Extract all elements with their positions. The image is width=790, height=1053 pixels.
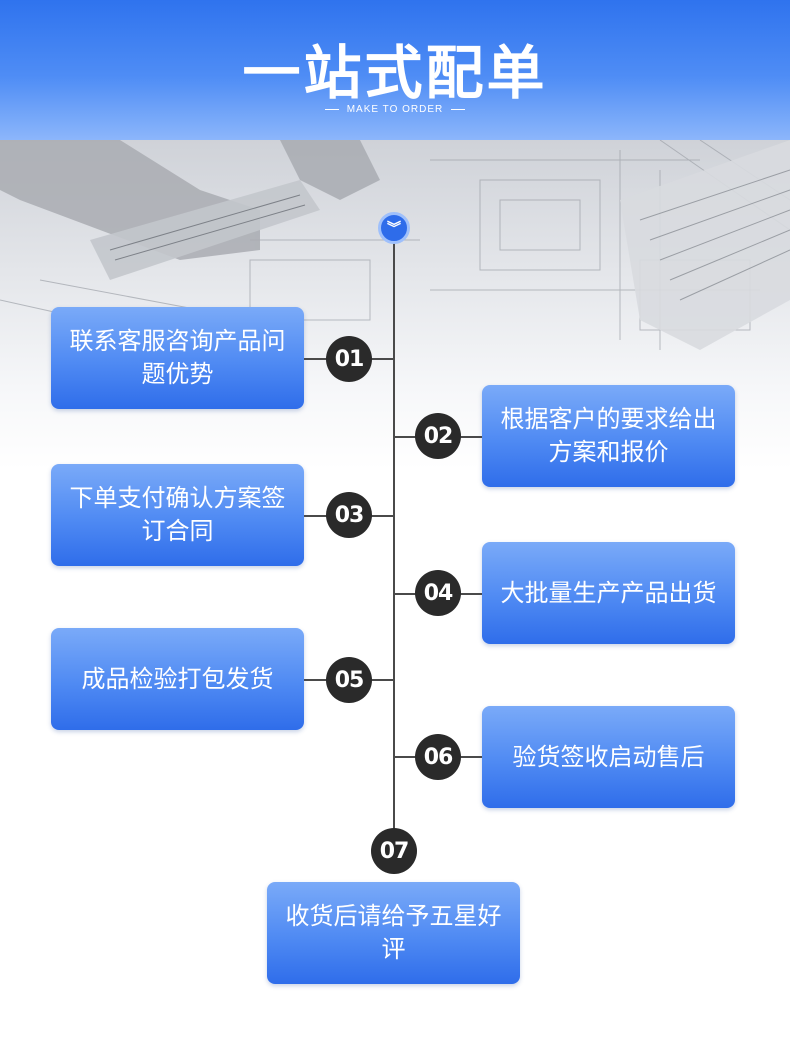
step-number-02: 02	[415, 413, 461, 459]
step-number-07: 07	[371, 828, 417, 874]
step-card-05: 成品检验打包发货	[51, 628, 304, 730]
step-number-06: 06	[415, 734, 461, 780]
step-number-03: 03	[326, 492, 372, 538]
step-number-05: 05	[326, 657, 372, 703]
subtitle-row: MAKE TO ORDER	[0, 101, 790, 117]
step-text-06: 验货签收启动售后	[512, 742, 705, 771]
timeline-line	[393, 228, 395, 853]
step-card-07: 收货后请给予五星好评	[267, 882, 520, 984]
step-card-06: 验货签收启动售后	[482, 706, 735, 808]
step-text-02: 根据客户的要求给出方案和报价	[500, 405, 717, 466]
double-chevron-down-icon: ︾	[378, 212, 410, 244]
page-subtitle: MAKE TO ORDER	[346, 103, 444, 115]
step-text-07: 收货后请给予五星好评	[285, 902, 502, 963]
page-header: 一站式配单 MAKE TO ORDER	[0, 0, 790, 140]
subtitle-divider-right	[451, 108, 466, 110]
step-number-01: 01	[326, 336, 372, 382]
step-number-04: 04	[415, 570, 461, 616]
blueprint-sketch	[0, 140, 790, 350]
step-card-01: 联系客服咨询产品问题优势	[51, 307, 304, 409]
subtitle-divider-left	[324, 108, 339, 110]
step-card-02: 根据客户的要求给出方案和报价	[482, 385, 735, 487]
step-text-04: 大批量生产产品出货	[500, 578, 717, 607]
step-card-03: 下单支付确认方案签订合同	[51, 464, 304, 566]
step-card-04: 大批量生产产品出货	[482, 542, 735, 644]
step-text-03: 下单支付确认方案签订合同	[69, 484, 286, 545]
step-text-01: 联系客服咨询产品问题优势	[69, 327, 286, 388]
step-text-05: 成品检验打包发货	[81, 664, 274, 693]
page-title: 一站式配单	[242, 39, 548, 107]
